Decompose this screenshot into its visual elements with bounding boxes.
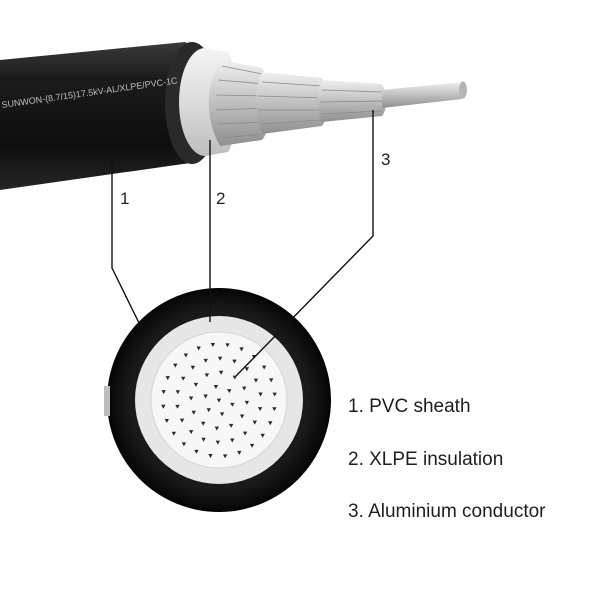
strand-marker xyxy=(217,356,223,361)
legend-item-xlpe-insulation: 2. XLPE insulation xyxy=(348,449,504,470)
conductor-outer-layer xyxy=(208,60,271,146)
callout-number-2: 2 xyxy=(216,189,225,208)
strand-marker xyxy=(253,378,259,383)
strand-marker xyxy=(258,392,263,397)
strand-marker xyxy=(190,365,196,370)
strand-marker xyxy=(272,407,277,412)
strand-marker xyxy=(218,370,224,375)
strand-marker xyxy=(244,400,250,405)
strand-marker xyxy=(249,443,255,448)
strand-marker xyxy=(219,412,225,417)
strand-marker xyxy=(161,390,166,395)
strand-marker xyxy=(164,418,170,423)
strand-marker xyxy=(208,454,213,458)
strand-marker xyxy=(171,431,177,436)
strand-marker xyxy=(200,421,206,426)
strand-marker xyxy=(244,367,250,372)
strand-marker xyxy=(216,398,222,403)
strand-marker xyxy=(230,438,235,443)
strand-marker xyxy=(261,365,267,370)
strand-marker xyxy=(206,408,211,413)
conductor-middle-layer xyxy=(256,72,328,134)
strand-marker xyxy=(203,394,208,399)
legend-item-aluminium-conductor: 3. Aluminium conductor xyxy=(348,501,546,522)
strand-marker xyxy=(204,373,210,378)
strand-marker xyxy=(183,353,189,358)
strand-marker xyxy=(215,440,221,445)
strand-marker xyxy=(213,385,219,389)
callout-number-1: 1 xyxy=(120,189,129,208)
callout-number-3: 3 xyxy=(381,150,390,169)
strand-marker xyxy=(272,392,277,397)
strand-marker xyxy=(193,382,199,387)
section-sheath-tab xyxy=(104,386,110,416)
strand-marker xyxy=(173,363,178,368)
strand-marker xyxy=(222,454,228,459)
strand-marker xyxy=(225,343,230,348)
pvc-sheath-jacket xyxy=(0,42,203,190)
cable-cross-section xyxy=(104,288,331,512)
strand-marker xyxy=(179,418,185,423)
strand-marker xyxy=(228,423,234,428)
strand-marker xyxy=(188,396,194,401)
strand-marker xyxy=(227,389,232,394)
strand-marker xyxy=(268,378,274,383)
strand-marker xyxy=(252,420,257,425)
strand-marker xyxy=(232,375,238,380)
strand-marker xyxy=(257,407,263,412)
strand-marker xyxy=(230,402,235,407)
strand-marker xyxy=(201,437,206,442)
strand-marker xyxy=(214,426,220,431)
legend-item-pvc-sheath: 1. PVC sheath xyxy=(348,396,471,417)
strand-marker xyxy=(242,386,247,391)
strand-marker xyxy=(194,449,199,454)
cable-side-view: SUNWON-(8.7/15)17.5kV-AL/XLPE/PVC-1C xyxy=(0,42,467,190)
strand-marker xyxy=(239,347,244,352)
strand-marker xyxy=(242,431,248,436)
strand-marker xyxy=(196,346,201,351)
strand-marker xyxy=(268,421,273,426)
strand-marker xyxy=(175,390,181,395)
strand-marker xyxy=(191,410,196,415)
strand-marker xyxy=(260,433,265,438)
leader-line-3 xyxy=(235,110,374,377)
strand-marker xyxy=(165,376,170,381)
strand-marker xyxy=(232,359,237,364)
strand-marker xyxy=(181,376,186,381)
strand-marker xyxy=(161,404,166,409)
strand-marker xyxy=(188,430,194,435)
strand-marker xyxy=(175,404,180,409)
strand-marker xyxy=(237,450,242,455)
conductor-central-wire xyxy=(382,82,467,108)
strand-marker xyxy=(239,414,245,419)
strand-marker xyxy=(210,343,216,347)
leader-line-1 xyxy=(111,140,141,326)
strand-marker xyxy=(203,358,208,363)
conductor-strands xyxy=(161,343,277,459)
strand-marker xyxy=(181,442,187,447)
leader-lines xyxy=(111,110,374,377)
